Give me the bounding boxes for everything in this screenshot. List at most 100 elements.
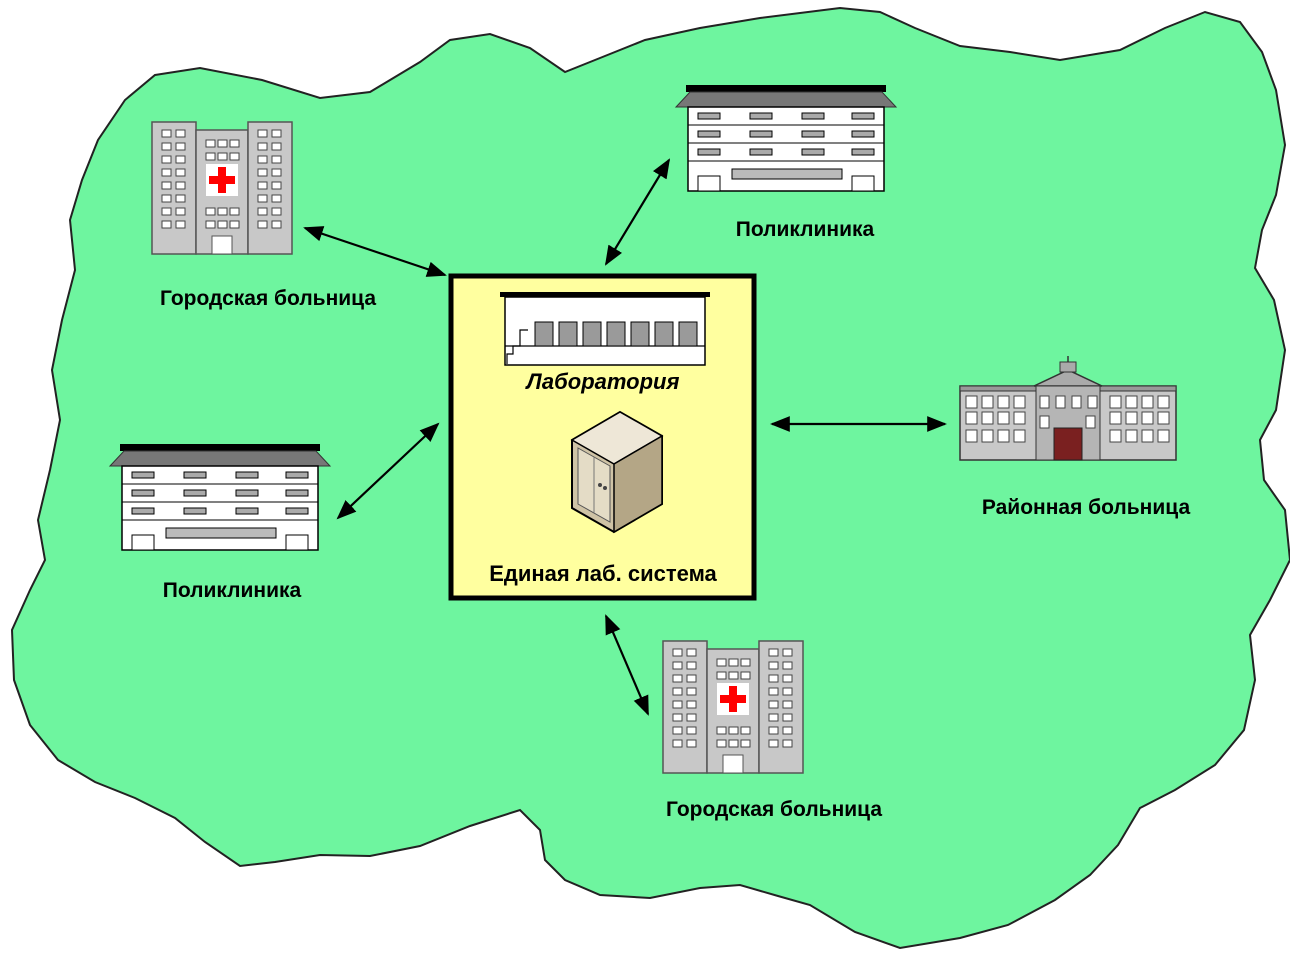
window <box>728 739 739 748</box>
window <box>782 674 793 683</box>
window <box>1109 395 1122 409</box>
window <box>271 155 282 164</box>
window <box>175 194 186 203</box>
window <box>686 661 697 670</box>
window <box>217 220 228 229</box>
window <box>183 507 207 515</box>
window <box>175 155 186 164</box>
window <box>965 395 978 409</box>
window <box>768 674 779 683</box>
window <box>672 648 683 657</box>
window <box>1141 411 1154 425</box>
window <box>183 471 207 479</box>
window <box>965 429 978 443</box>
window <box>229 207 240 216</box>
window <box>131 471 155 479</box>
window <box>728 658 739 667</box>
window <box>686 713 697 722</box>
window <box>257 155 268 164</box>
window <box>740 739 751 748</box>
window <box>183 489 207 497</box>
window <box>782 687 793 696</box>
window <box>686 687 697 696</box>
label-city-hospital-bottom: Городская больница <box>666 798 882 821</box>
polyclinic-icon-left <box>109 443 331 551</box>
window <box>235 471 259 479</box>
window <box>175 129 186 138</box>
window <box>768 713 779 722</box>
window <box>558 321 578 347</box>
window <box>1141 429 1154 443</box>
window <box>749 112 773 120</box>
window <box>175 181 186 190</box>
window <box>686 674 697 683</box>
window <box>749 130 773 138</box>
window <box>782 648 793 657</box>
window <box>271 207 282 216</box>
window <box>205 139 216 148</box>
center-system-label: Единая лаб. система <box>489 561 717 586</box>
window <box>175 220 186 229</box>
window <box>285 471 309 479</box>
window <box>217 152 228 161</box>
window <box>1055 395 1066 409</box>
window <box>161 142 172 151</box>
window <box>782 739 793 748</box>
arrow-city-hospital-bottom <box>604 614 650 716</box>
window <box>1087 395 1098 409</box>
window <box>217 139 228 148</box>
window <box>235 489 259 497</box>
window <box>1157 429 1170 443</box>
window <box>672 700 683 709</box>
window <box>801 148 825 156</box>
window <box>672 674 683 683</box>
window <box>716 726 727 735</box>
window <box>716 739 727 748</box>
window <box>997 429 1010 443</box>
window <box>1013 395 1026 409</box>
window <box>271 142 282 151</box>
window <box>768 726 779 735</box>
window <box>271 168 282 177</box>
window <box>1039 395 1050 409</box>
window <box>678 321 698 347</box>
window <box>271 181 282 190</box>
window <box>205 220 216 229</box>
window <box>131 507 155 515</box>
window <box>697 112 721 120</box>
window <box>654 321 674 347</box>
window <box>782 726 793 735</box>
window <box>217 207 228 216</box>
window <box>1125 411 1138 425</box>
arrow-city-hospital-top <box>303 226 447 277</box>
window <box>768 700 779 709</box>
window <box>175 207 186 216</box>
window <box>1141 395 1154 409</box>
window <box>768 687 779 696</box>
window <box>229 220 240 229</box>
connection-arrows <box>303 158 947 716</box>
window <box>768 661 779 670</box>
window <box>271 194 282 203</box>
label-city-hospital-top: Городская больница <box>160 287 376 310</box>
window <box>257 168 268 177</box>
window <box>1109 411 1122 425</box>
window <box>257 194 268 203</box>
window <box>175 168 186 177</box>
label-polyclinic-top: Поликлиника <box>736 218 875 241</box>
window <box>965 411 978 425</box>
window <box>740 658 751 667</box>
window <box>686 726 697 735</box>
window <box>161 168 172 177</box>
window <box>672 739 683 748</box>
window <box>161 194 172 203</box>
window <box>1085 415 1096 429</box>
window <box>1013 411 1026 425</box>
window <box>161 155 172 164</box>
window <box>981 395 994 409</box>
window <box>205 207 216 216</box>
window <box>1157 411 1170 425</box>
window <box>257 220 268 229</box>
window <box>257 207 268 216</box>
window <box>630 321 650 347</box>
